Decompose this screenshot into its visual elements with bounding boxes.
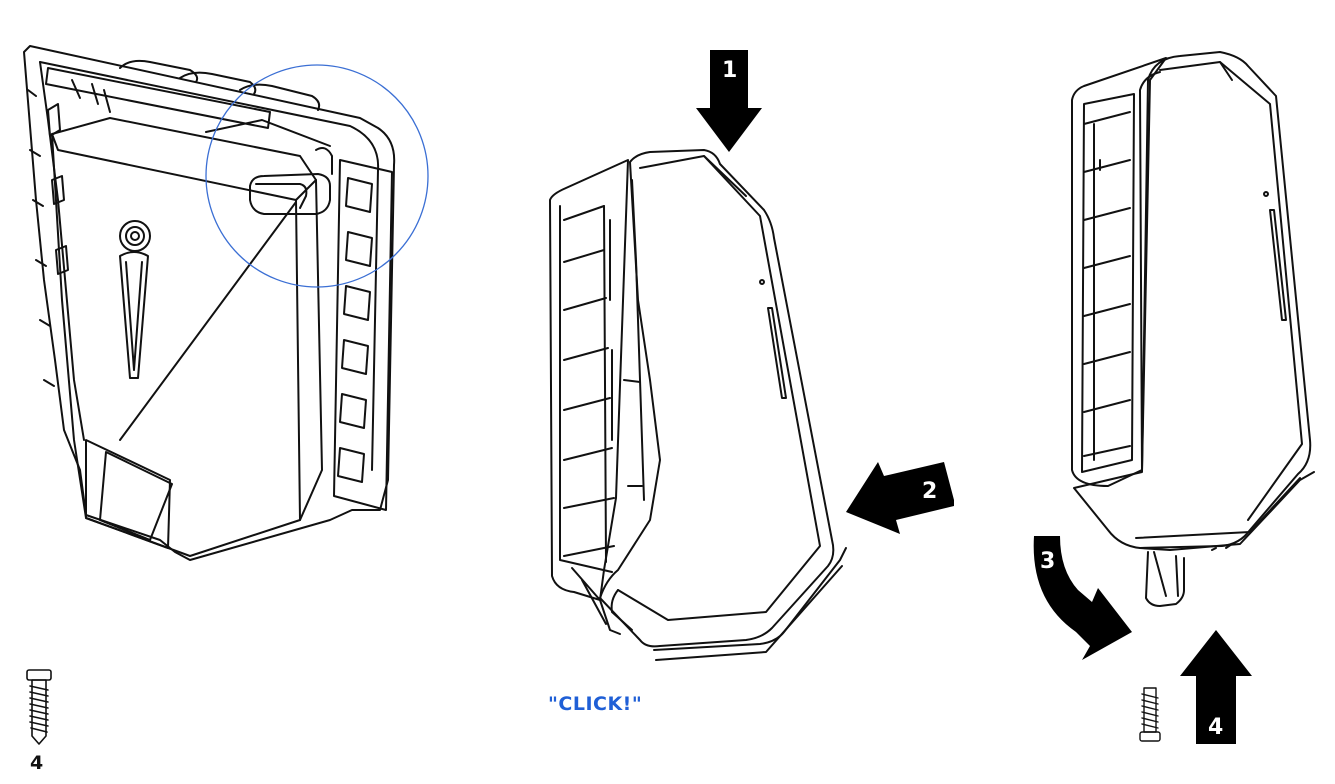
screw-quantity-label: 4 [30,752,44,774]
charger-installed-view [1071,51,1315,607]
left-arrow-icon [846,462,954,534]
up-arrow-icon [1180,630,1252,744]
down-arrow-icon [696,50,762,152]
curved-arrow-icon [1033,536,1132,660]
step-4-label: 4 [1208,715,1223,740]
charger-open-view [23,45,396,561]
screw-icon [26,669,52,745]
screw-icon [1139,687,1161,742]
click-annotation: "CLICK!" [548,693,643,715]
detail-highlight-circle [205,64,429,288]
step-2-label: 2 [922,479,937,504]
step-3-label: 3 [1040,549,1055,574]
charger-side-view [549,149,847,661]
step-1-label: 1 [722,58,737,83]
